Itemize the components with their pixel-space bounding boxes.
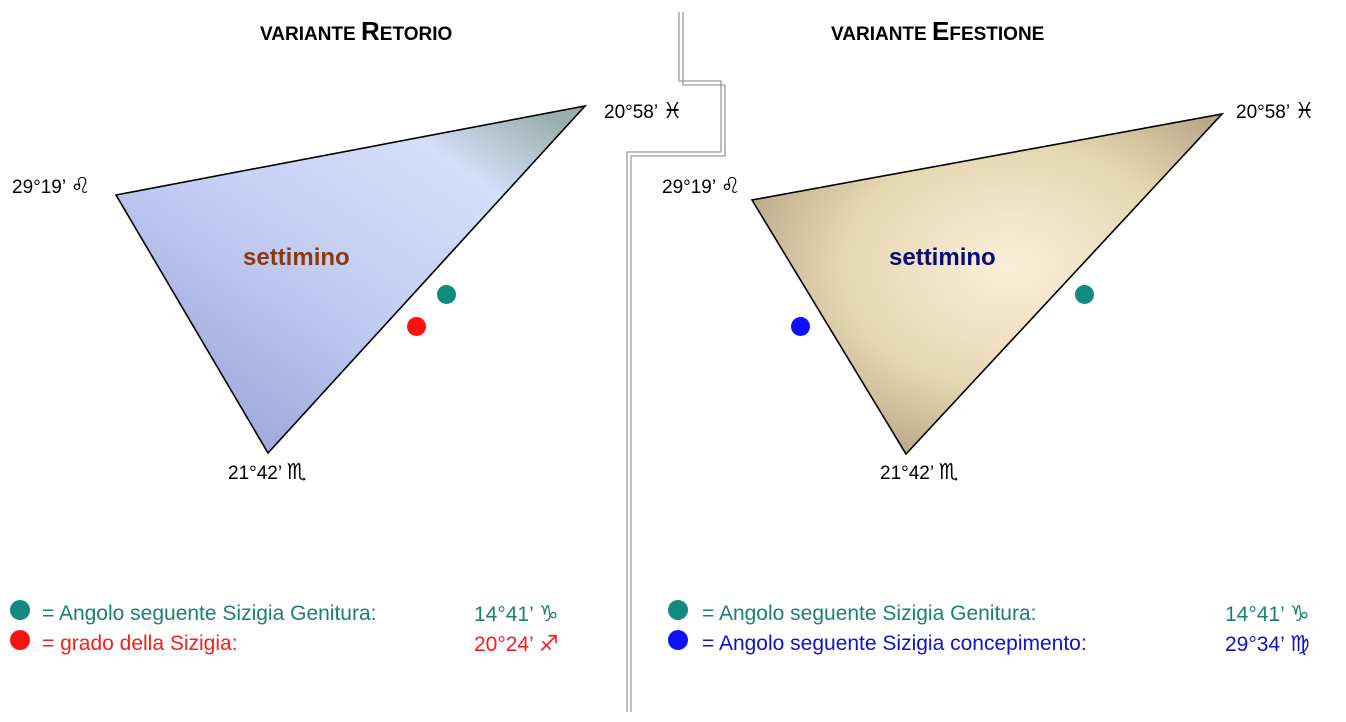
left-teal-dot (437, 285, 456, 304)
right-center-label: settimino (889, 244, 996, 271)
teal-dot-icon (10, 600, 30, 620)
left-vertex-pisces: 20°58’ ♓ (604, 99, 683, 124)
teal-dot-icon (668, 600, 688, 620)
leo-icon: ♌ (70, 174, 91, 199)
leo-icon: ♌ (720, 174, 741, 199)
right-legend-value-1: 14°41’ ♑ (1225, 602, 1310, 627)
left-legend-value-2: 20°24’ ♐ (474, 632, 559, 657)
left-center-label: settimino (243, 244, 350, 271)
left-legend-value-1: 14°41’ ♑ (474, 602, 559, 627)
pisces-icon: ♓ (662, 99, 683, 124)
capricorn-icon: ♑ (1289, 602, 1310, 627)
right-vertex-leo: 29°19’ ♌ (662, 174, 741, 199)
left-red-dot (407, 317, 426, 336)
left-legend-text-2: = grado della Sizigia: (42, 632, 238, 655)
right-legend-row-2 (668, 630, 688, 655)
right-vertex-scorpio: 21°42’ ♏ (880, 460, 959, 485)
right-triangle (750, 112, 1225, 456)
blue-dot-icon (668, 630, 688, 650)
right-blue-dot (791, 317, 810, 336)
scorpio-icon: ♏ (286, 460, 307, 485)
right-title: Variante Efestione (831, 16, 1045, 46)
left-legend-text-1: = Angolo seguente Sizigia Genitura: (42, 602, 377, 625)
right-vertex-pisces: 20°58’ ♓ (1236, 99, 1315, 124)
right-legend-text-2: = Angolo seguente Sizigia concepimento: (702, 632, 1087, 655)
right-legend-text-1: = Angolo seguente Sizigia Genitura: (702, 602, 1037, 625)
sagittarius-icon: ♐ (538, 632, 559, 657)
left-triangle (114, 104, 588, 455)
scorpio-icon: ♏ (938, 460, 959, 485)
left-title: Variante Retorio (260, 16, 453, 46)
capricorn-icon: ♑ (538, 602, 559, 627)
virgo-icon: ♍ (1289, 632, 1310, 657)
pisces-icon: ♓ (1294, 99, 1315, 124)
left-legend-row-1 (10, 600, 30, 625)
red-dot-icon (10, 630, 30, 650)
right-legend-row-1 (668, 600, 688, 625)
right-legend-value-2: 29°34’ ♍ (1225, 632, 1310, 657)
left-vertex-leo: 29°19’ ♌ (12, 174, 91, 199)
left-vertex-scorpio: 21°42’ ♏ (228, 460, 307, 485)
left-legend-row-2 (10, 630, 30, 655)
divider-line (626, 12, 726, 712)
right-teal-dot (1075, 285, 1094, 304)
